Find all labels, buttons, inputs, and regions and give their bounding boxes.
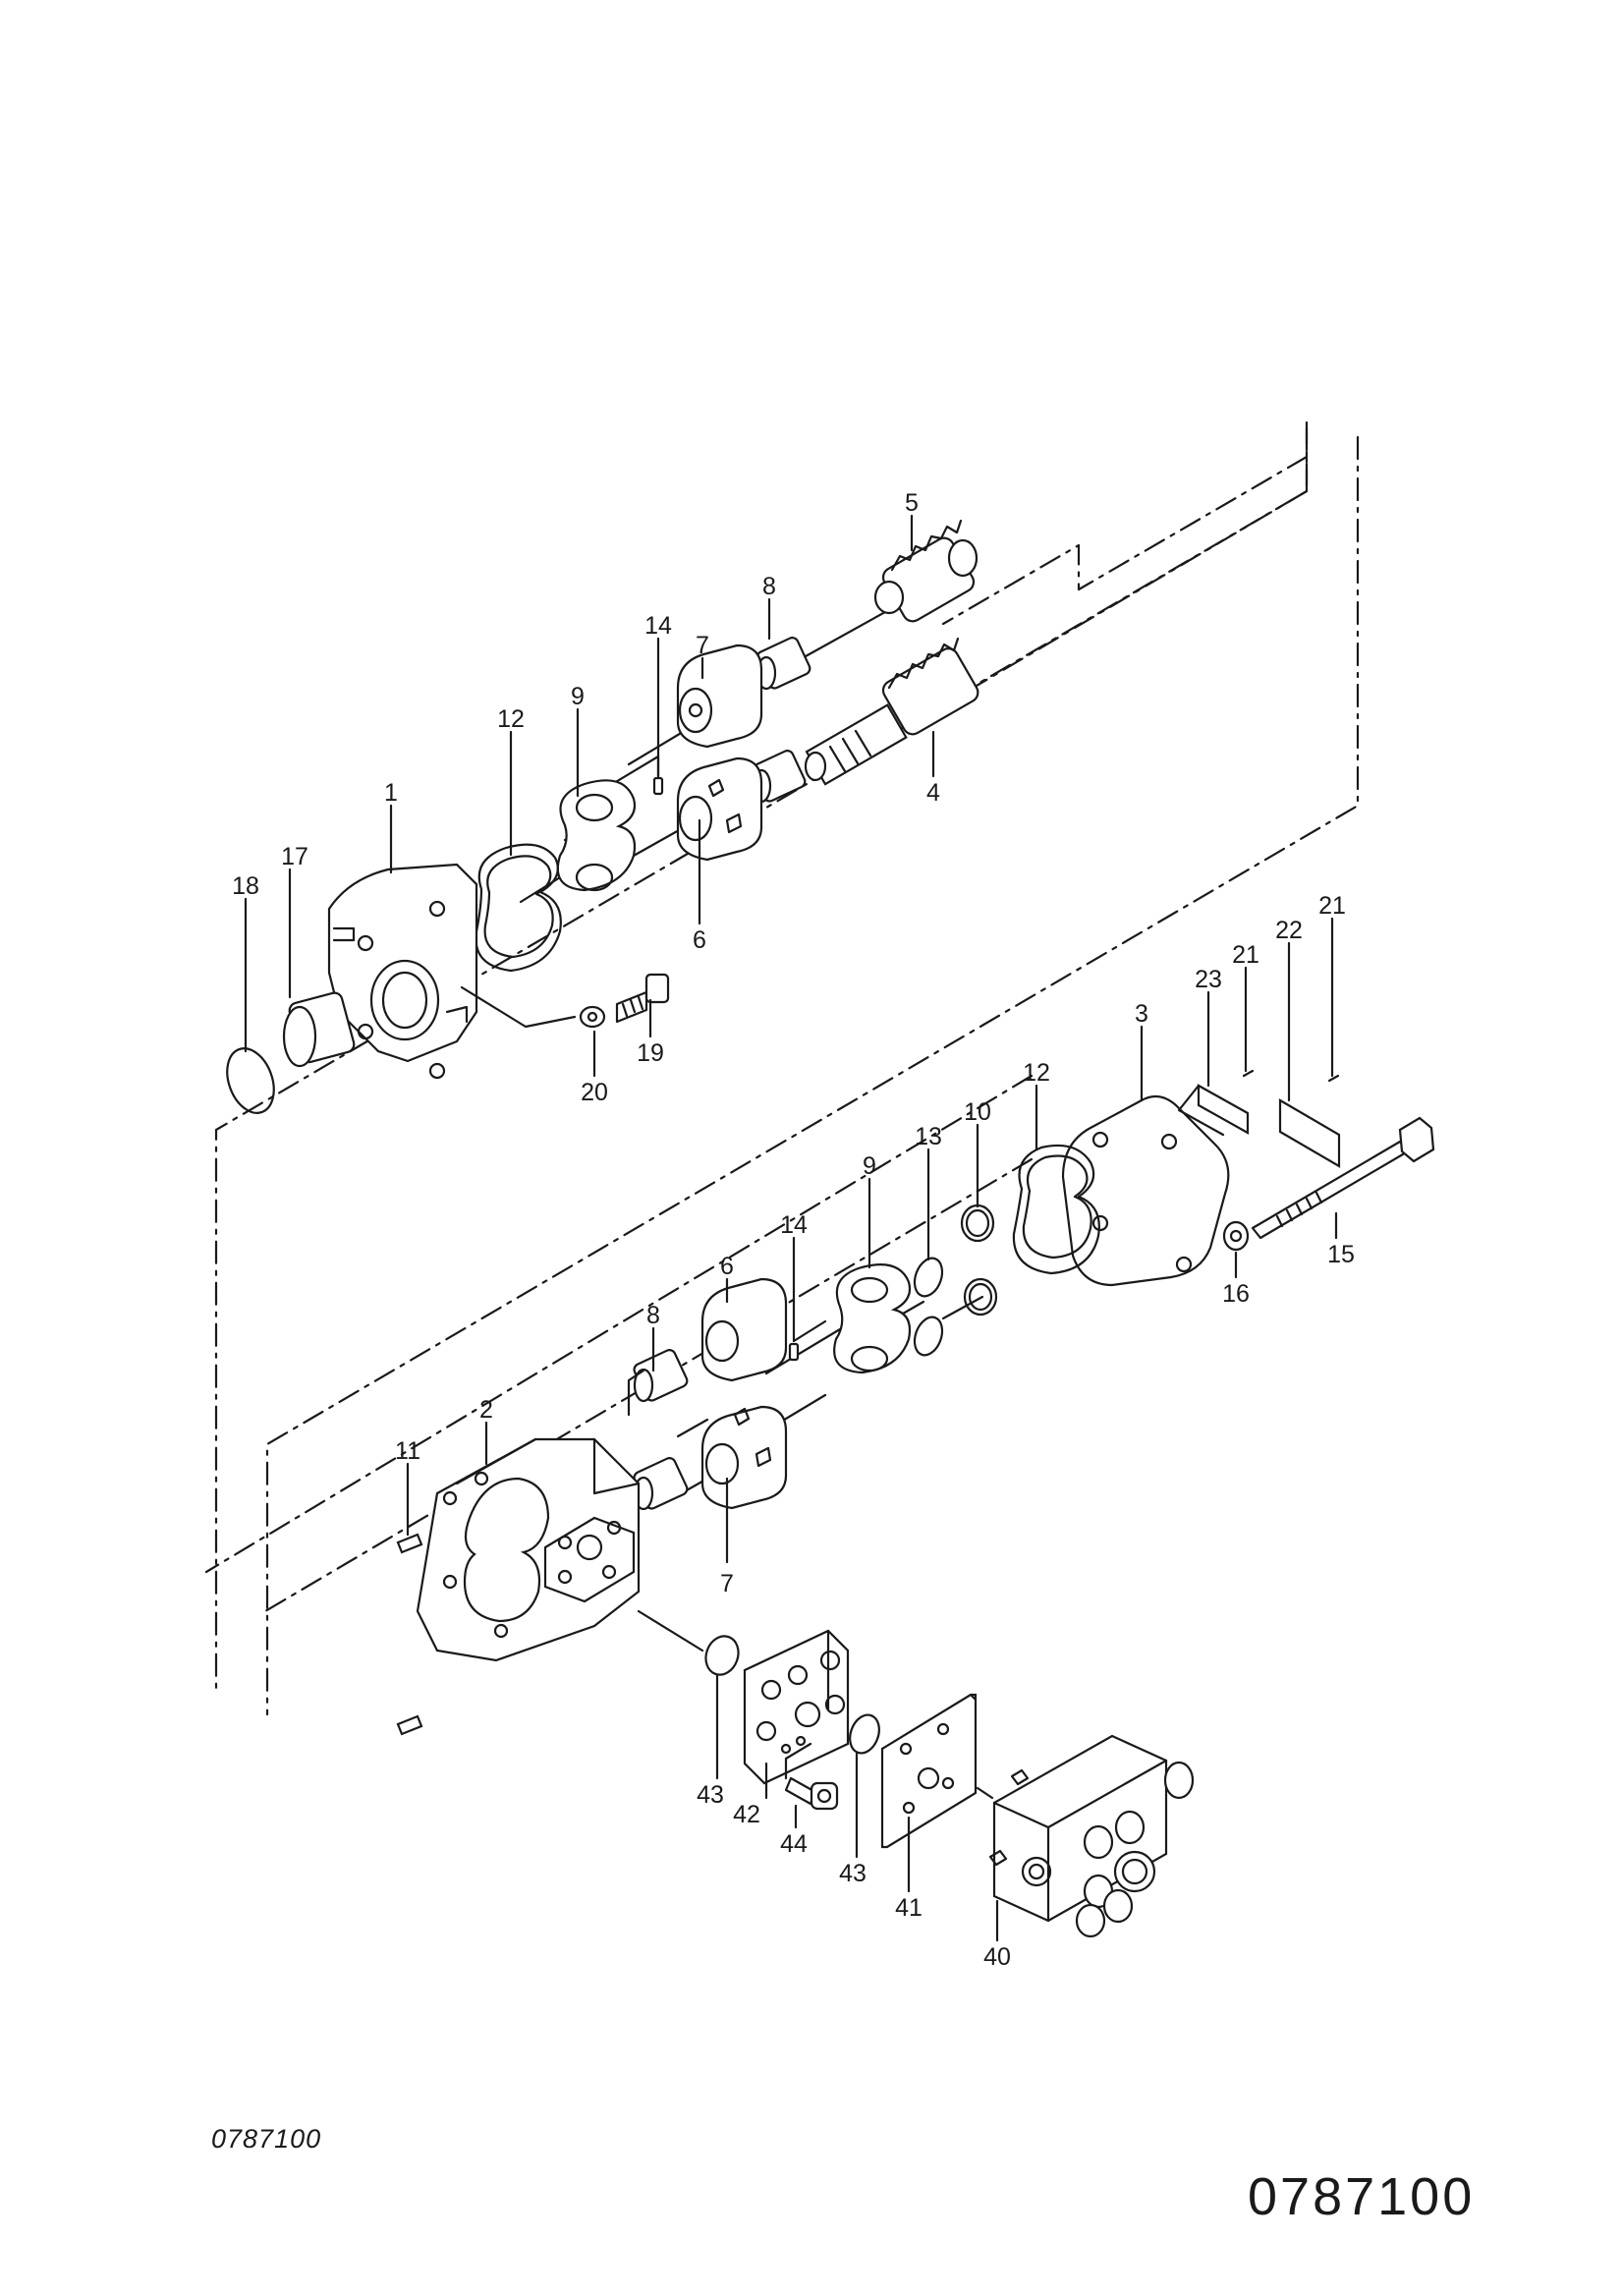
part-11-dowel-pins bbox=[396, 1533, 423, 1736]
label-22: 22 bbox=[1275, 917, 1303, 944]
label-7-upper: 7 bbox=[696, 632, 709, 659]
label-2: 2 bbox=[479, 1396, 493, 1424]
part-6-bearing-block-lower bbox=[700, 1277, 788, 1382]
label-14-lower: 14 bbox=[780, 1211, 808, 1239]
label-18: 18 bbox=[232, 872, 259, 900]
label-3: 3 bbox=[1135, 1000, 1148, 1028]
part-2-pump-body bbox=[416, 1437, 641, 1662]
part-18-snap-ring bbox=[226, 1047, 275, 1114]
label-1: 1 bbox=[384, 779, 398, 807]
label-7-lower: 7 bbox=[720, 1570, 734, 1597]
label-8-lower: 8 bbox=[646, 1302, 660, 1329]
diagram-code-large: 0787100 bbox=[1248, 2167, 1476, 2226]
part-8-bushing-lower-b bbox=[633, 1457, 689, 1511]
part-12-gasket-lower bbox=[1012, 1144, 1100, 1275]
label-12-upper: 12 bbox=[497, 705, 525, 733]
part-21-screws bbox=[1242, 1069, 1340, 1083]
number-leaders bbox=[244, 514, 1338, 1942]
part-4-drive-gear bbox=[804, 637, 979, 786]
label-5: 5 bbox=[905, 489, 919, 517]
part-13-o-ring bbox=[913, 1257, 944, 1357]
label-11: 11 bbox=[395, 1437, 420, 1465]
part-17-oil-seal bbox=[282, 991, 356, 1068]
label-10: 10 bbox=[964, 1098, 991, 1126]
part-41-plate bbox=[880, 1693, 978, 1849]
label-42: 42 bbox=[733, 1801, 760, 1828]
part-19-bolt bbox=[615, 973, 670, 1024]
label-21-a: 21 bbox=[1232, 941, 1259, 969]
label-40: 40 bbox=[983, 1943, 1011, 1971]
part-44-cap-screw bbox=[784, 1742, 839, 1811]
part-22-plate bbox=[1278, 1098, 1341, 1168]
part-42-adapter-plate bbox=[743, 1629, 850, 1785]
part-20-washer bbox=[579, 1005, 606, 1029]
part-43-o-ring-b bbox=[849, 1713, 880, 1755]
label-17: 17 bbox=[281, 843, 308, 870]
label-12-lower: 12 bbox=[1023, 1059, 1050, 1087]
part-3-rear-cover bbox=[1061, 1094, 1230, 1287]
label-44: 44 bbox=[780, 1830, 808, 1858]
part-5-driven-gear bbox=[873, 519, 979, 623]
label-14-upper: 14 bbox=[644, 612, 672, 640]
part-40-valve-block bbox=[976, 1734, 1195, 1938]
part-6-bearing-block-upper bbox=[676, 756, 763, 862]
label-41: 41 bbox=[895, 1894, 923, 1922]
part-7-bearing-block-lower bbox=[700, 1405, 788, 1510]
label-8-upper: 8 bbox=[762, 573, 776, 600]
label-15: 15 bbox=[1327, 1241, 1355, 1268]
label-23: 23 bbox=[1195, 966, 1222, 993]
part-number-labels: 5 8 7 14 9 12 1 17 18 4 6 19 20 3 23 21 … bbox=[232, 489, 1355, 1971]
part-7-bearing-block-upper bbox=[676, 644, 763, 749]
part-9-wear-plate-upper bbox=[556, 779, 637, 892]
label-20: 20 bbox=[581, 1079, 608, 1106]
part-43-o-ring-a bbox=[637, 1609, 740, 1676]
label-13: 13 bbox=[915, 1123, 942, 1150]
label-43-b: 43 bbox=[839, 1860, 867, 1887]
part-14-pin-lower bbox=[788, 1310, 827, 1362]
label-21-b: 21 bbox=[1318, 892, 1346, 920]
label-9-lower: 9 bbox=[863, 1152, 876, 1180]
part-23-plate bbox=[1177, 1084, 1250, 1137]
assembly-frame bbox=[214, 420, 1360, 1716]
part-1-front-cover bbox=[327, 863, 577, 1080]
part-8-bushing-lower-a bbox=[627, 1349, 689, 1417]
part-15-long-bolt bbox=[1251, 1116, 1435, 1240]
label-19: 19 bbox=[637, 1039, 664, 1067]
diagram-code-small: 0787100 bbox=[211, 2124, 322, 2154]
label-6-lower: 6 bbox=[720, 1253, 734, 1280]
label-4: 4 bbox=[926, 779, 940, 807]
label-16: 16 bbox=[1222, 1280, 1250, 1308]
part-16-washer bbox=[1222, 1220, 1250, 1252]
part-9-wear-plate-lower bbox=[833, 1263, 912, 1374]
label-6-upper: 6 bbox=[693, 926, 706, 954]
label-9-upper: 9 bbox=[571, 683, 585, 710]
label-43-a: 43 bbox=[697, 1781, 724, 1809]
part-8-bushing-upper bbox=[755, 637, 811, 691]
upper-axes bbox=[342, 455, 1309, 1024]
